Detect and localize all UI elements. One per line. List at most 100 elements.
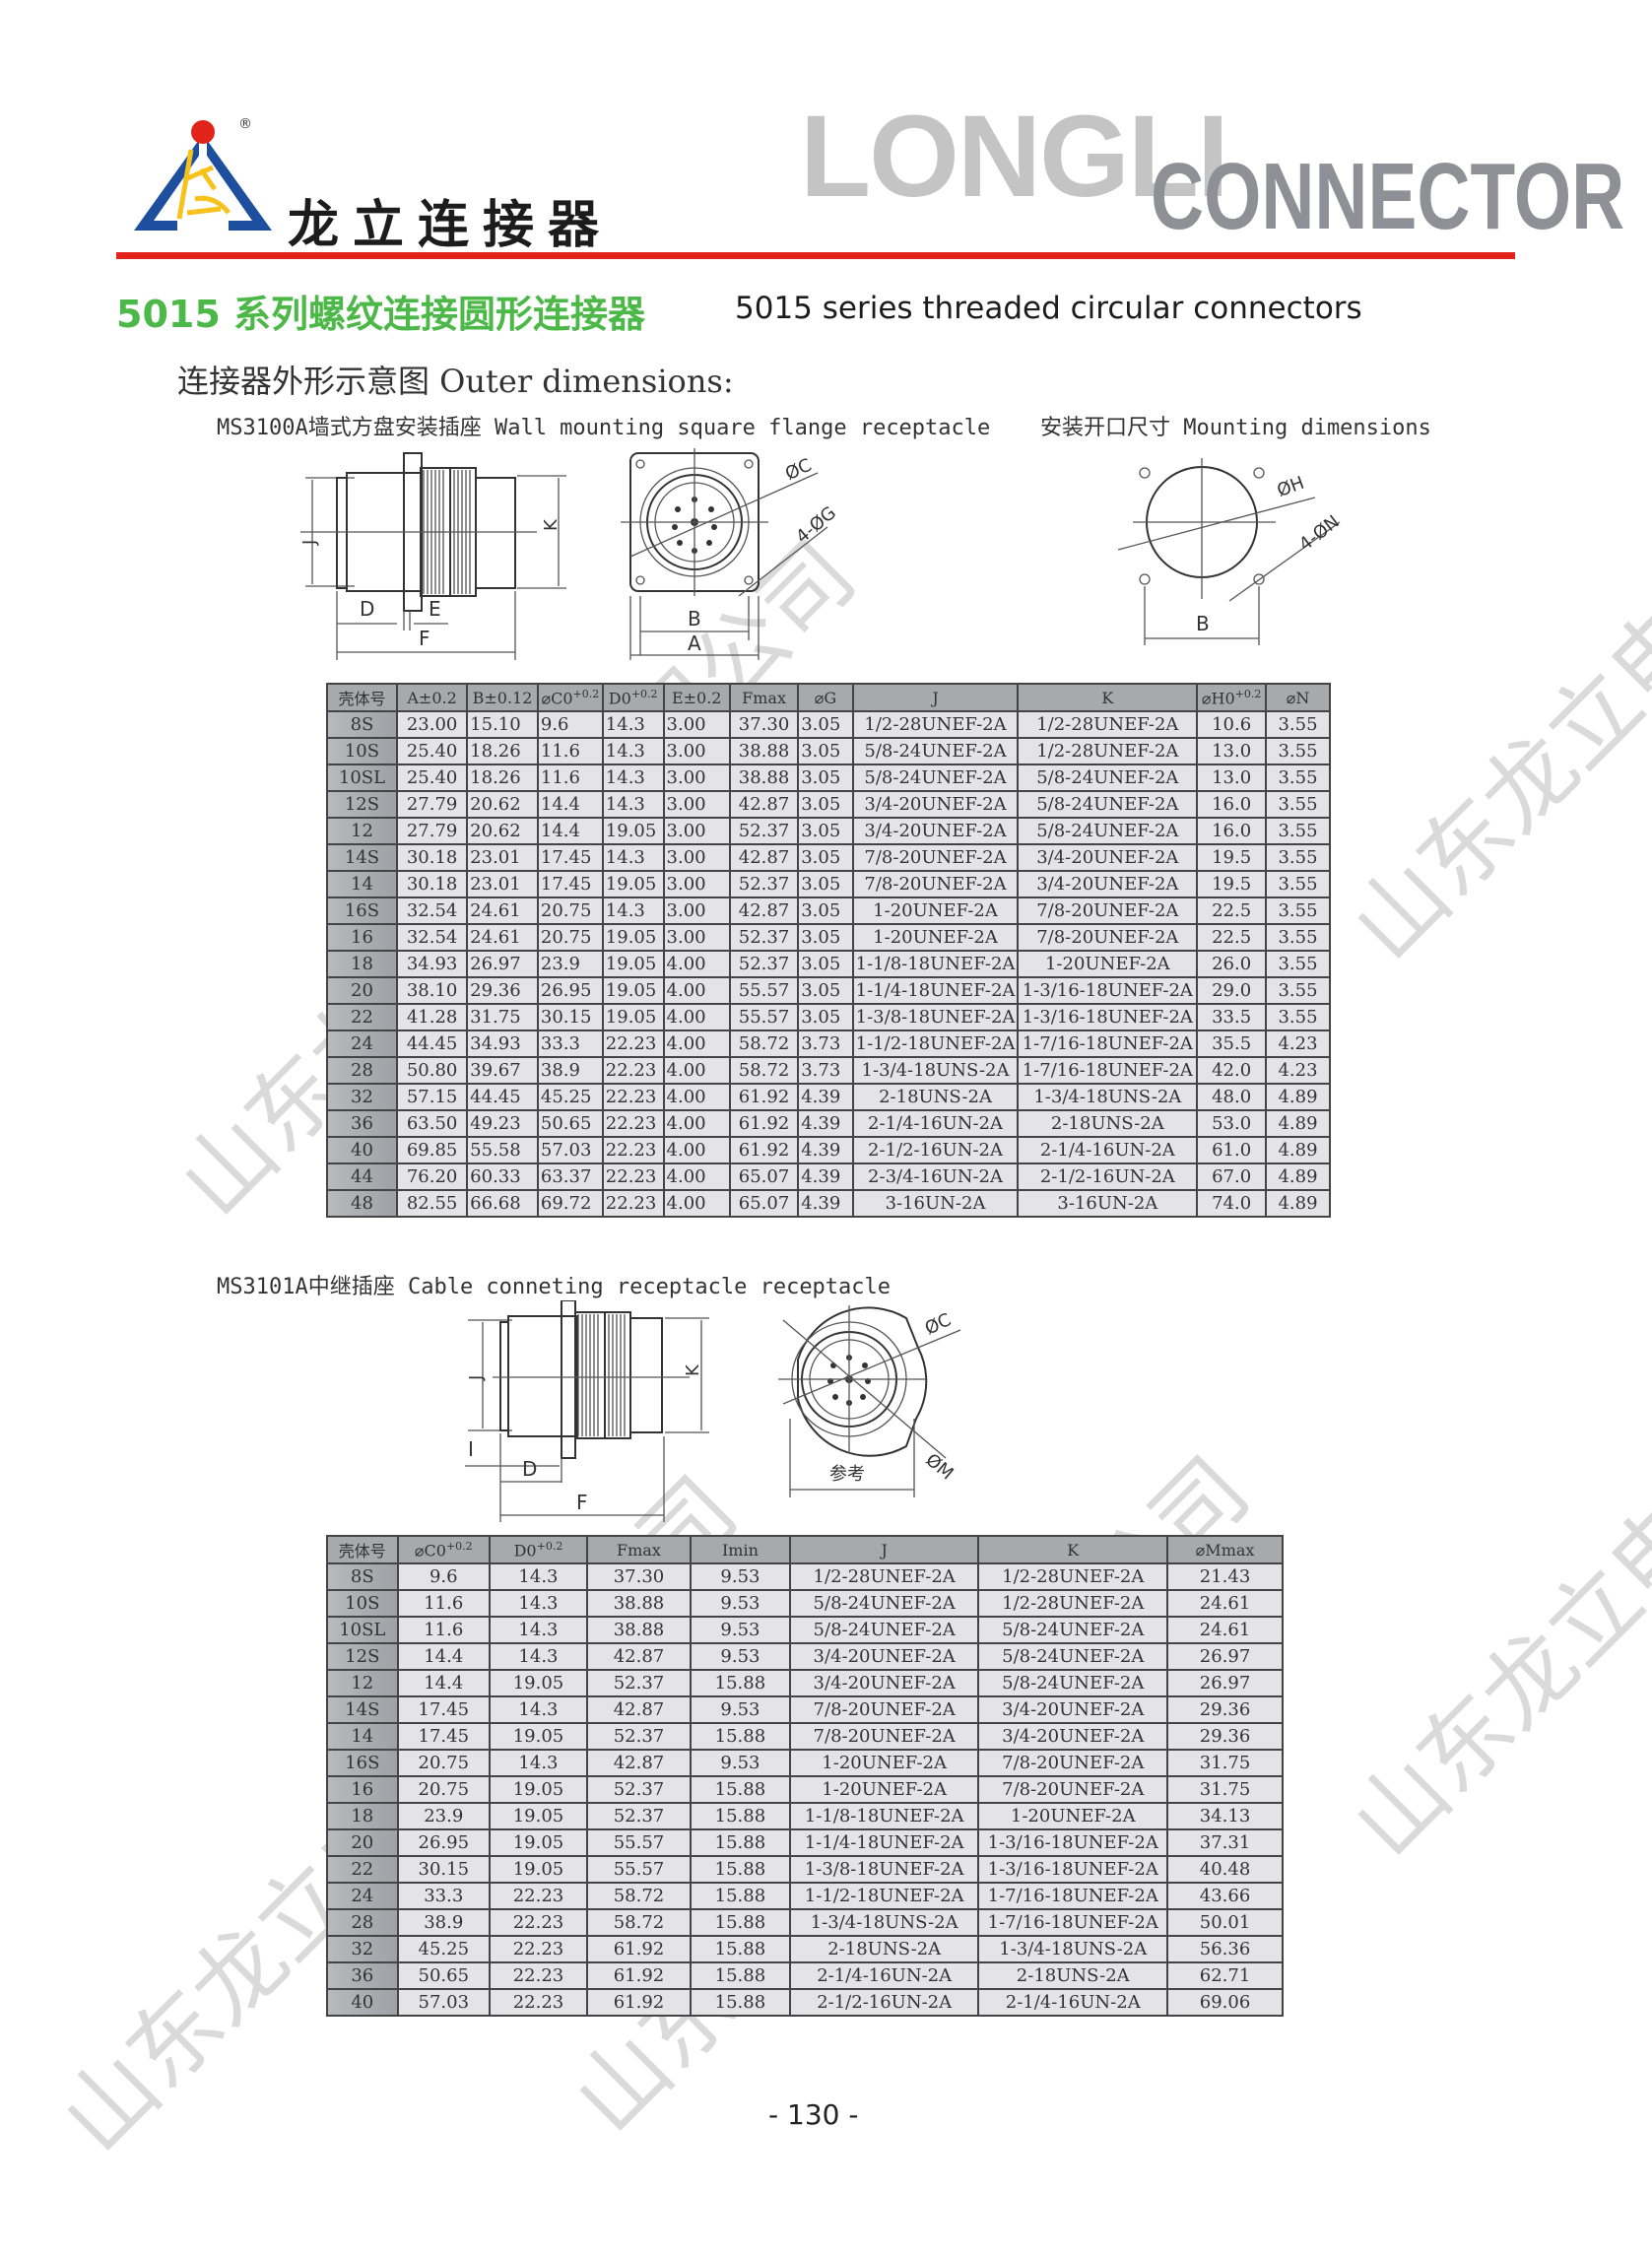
shell-size-cell: 28 (326, 1056, 398, 1085)
shell-size-cell: 36 (326, 1961, 399, 1990)
table-cell: 55.57 (728, 976, 800, 1005)
table-cell: 3/4-20UNEF-2A (851, 817, 1020, 845)
table-cell: 1/2-28UNEF-2A (977, 1589, 1169, 1618)
table-cell: 3.55 (1265, 976, 1331, 1005)
table-cell: 19.05 (601, 870, 665, 898)
table-cell: 14.4 (396, 1642, 491, 1671)
ms3101a-caption: MS3101A中继插座 Cable conneting receptacle r… (217, 1275, 892, 1299)
table-cell: 9.53 (689, 1589, 791, 1618)
table-cell: 1/2-28UNEF-2A (788, 1562, 980, 1591)
table-cell: 7/8-20UNEF-2A (1017, 923, 1199, 952)
table-cell: 14.3 (488, 1562, 589, 1591)
table-cell: 61.92 (586, 1935, 692, 1963)
shell-size-cell: 12 (326, 817, 398, 845)
table-cell: 16.0 (1196, 817, 1268, 845)
table-cell: 55.57 (586, 1855, 692, 1884)
table-cell: 23.01 (466, 843, 539, 872)
table-cell: 26.97 (1166, 1642, 1284, 1671)
table-cell: 39.67 (466, 1056, 539, 1085)
brand-name-connector: CONNECTOR (1151, 144, 1625, 249)
table-cell: 52.37 (586, 1669, 692, 1697)
table-cell: 4.39 (797, 1109, 854, 1138)
table-cell: 11.6 (536, 737, 604, 765)
table-cell: 22.23 (601, 1162, 665, 1191)
table-cell: 30.18 (395, 843, 469, 872)
table-cell: 15.88 (689, 1775, 791, 1804)
table-cell: 3.05 (797, 976, 854, 1005)
shell-size-cell: 16 (326, 923, 398, 952)
table-cell: 5/8-24UNEF-2A (851, 737, 1020, 765)
col-fmax: Fmax (586, 1535, 692, 1564)
table-cell: 4.39 (797, 1083, 854, 1111)
table-cell: 5/8-24UNEF-2A (1017, 764, 1199, 792)
table-cell: 58.72 (728, 1056, 800, 1085)
table-cell: 19.5 (1196, 870, 1268, 898)
table-cell: 3.55 (1265, 737, 1331, 765)
table-cell: 4.00 (662, 1083, 731, 1111)
shell-size-cell: 18 (326, 1802, 399, 1830)
table-cell: 4.00 (662, 950, 731, 978)
svg-text:E: E (429, 597, 441, 621)
shell-size-cell: 36 (326, 1109, 398, 1138)
col-g: ⌀G (797, 683, 854, 712)
table-cell: 1-3/16-18UNEF-2A (1017, 976, 1199, 1005)
table-cell: 7/8-20UNEF-2A (977, 1749, 1169, 1777)
shell-size-cell: 14S (326, 843, 398, 872)
shell-size-cell: 20 (326, 976, 398, 1005)
table-cell: 15.88 (689, 1855, 791, 1884)
table-cell: 42.87 (586, 1749, 692, 1777)
table-cell: 52.37 (728, 950, 800, 978)
svg-text:K: K (541, 518, 562, 531)
table-cell: 14.3 (601, 710, 665, 739)
watermark: 山东龙立电子有限公司 (1332, 1162, 1652, 1878)
shell-size-cell: 10S (326, 737, 398, 765)
col-c: ⌀C0+0.2 (536, 683, 604, 712)
table-cell: 24.61 (1166, 1589, 1284, 1618)
table-cell: 67.0 (1196, 1162, 1268, 1191)
ms3100a-side-view-diagram: J K D E F (300, 452, 566, 660)
table-cell: 2-1/4-16UN-2A (977, 1988, 1169, 2017)
shell-size-cell: 14 (326, 870, 398, 898)
table-cell: 2-1/2-16UN-2A (851, 1136, 1020, 1164)
shell-size-cell: 12 (326, 1669, 399, 1697)
table-cell: 1-3/16-18UNEF-2A (977, 1855, 1169, 1884)
table-cell: 3.55 (1265, 897, 1331, 925)
col-shell-size: 壳体号 (326, 1535, 399, 1564)
table-cell: 52.37 (586, 1802, 692, 1830)
table-cell: 1-3/16-18UNEF-2A (1017, 1003, 1199, 1031)
table-cell: 2-1/4-16UN-2A (1017, 1136, 1199, 1164)
table-cell: 3.05 (797, 1003, 854, 1031)
table-cell: 69.85 (395, 1136, 469, 1164)
table-cell: 9.53 (689, 1642, 791, 1671)
shell-size-cell: 16S (326, 1749, 399, 1777)
table-cell: 49.23 (466, 1109, 539, 1138)
table-cell: 53.0 (1196, 1109, 1268, 1138)
mounting-dimensions-caption: 安装开口尺寸 Mounting dimensions (1040, 416, 1431, 440)
col-a: A±0.2 (395, 683, 469, 712)
table-cell: 1-1/4-18UNEF-2A (851, 976, 1020, 1005)
table-cell: 3.55 (1265, 817, 1331, 845)
table-cell: 45.25 (396, 1935, 491, 1963)
table-cell: 69.06 (1166, 1988, 1284, 2017)
table-cell: 38.88 (586, 1589, 692, 1618)
table-cell: 3.00 (662, 897, 731, 925)
table-cell: 42.87 (586, 1695, 692, 1724)
table-cell: 82.55 (395, 1189, 469, 1218)
table-cell: 22.5 (1196, 923, 1268, 952)
table-cell: 5/8-24UNEF-2A (977, 1616, 1169, 1644)
table-cell: 50.65 (536, 1109, 604, 1138)
table-cell: 57.15 (395, 1083, 469, 1111)
table-cell: 26.97 (1166, 1669, 1284, 1697)
table-cell: 19.5 (1196, 843, 1268, 872)
table-cell: 57.03 (396, 1988, 491, 2017)
table-cell: 3.55 (1265, 843, 1331, 872)
table-cell: 4.89 (1265, 1083, 1331, 1111)
shell-size-cell: 32 (326, 1083, 398, 1111)
